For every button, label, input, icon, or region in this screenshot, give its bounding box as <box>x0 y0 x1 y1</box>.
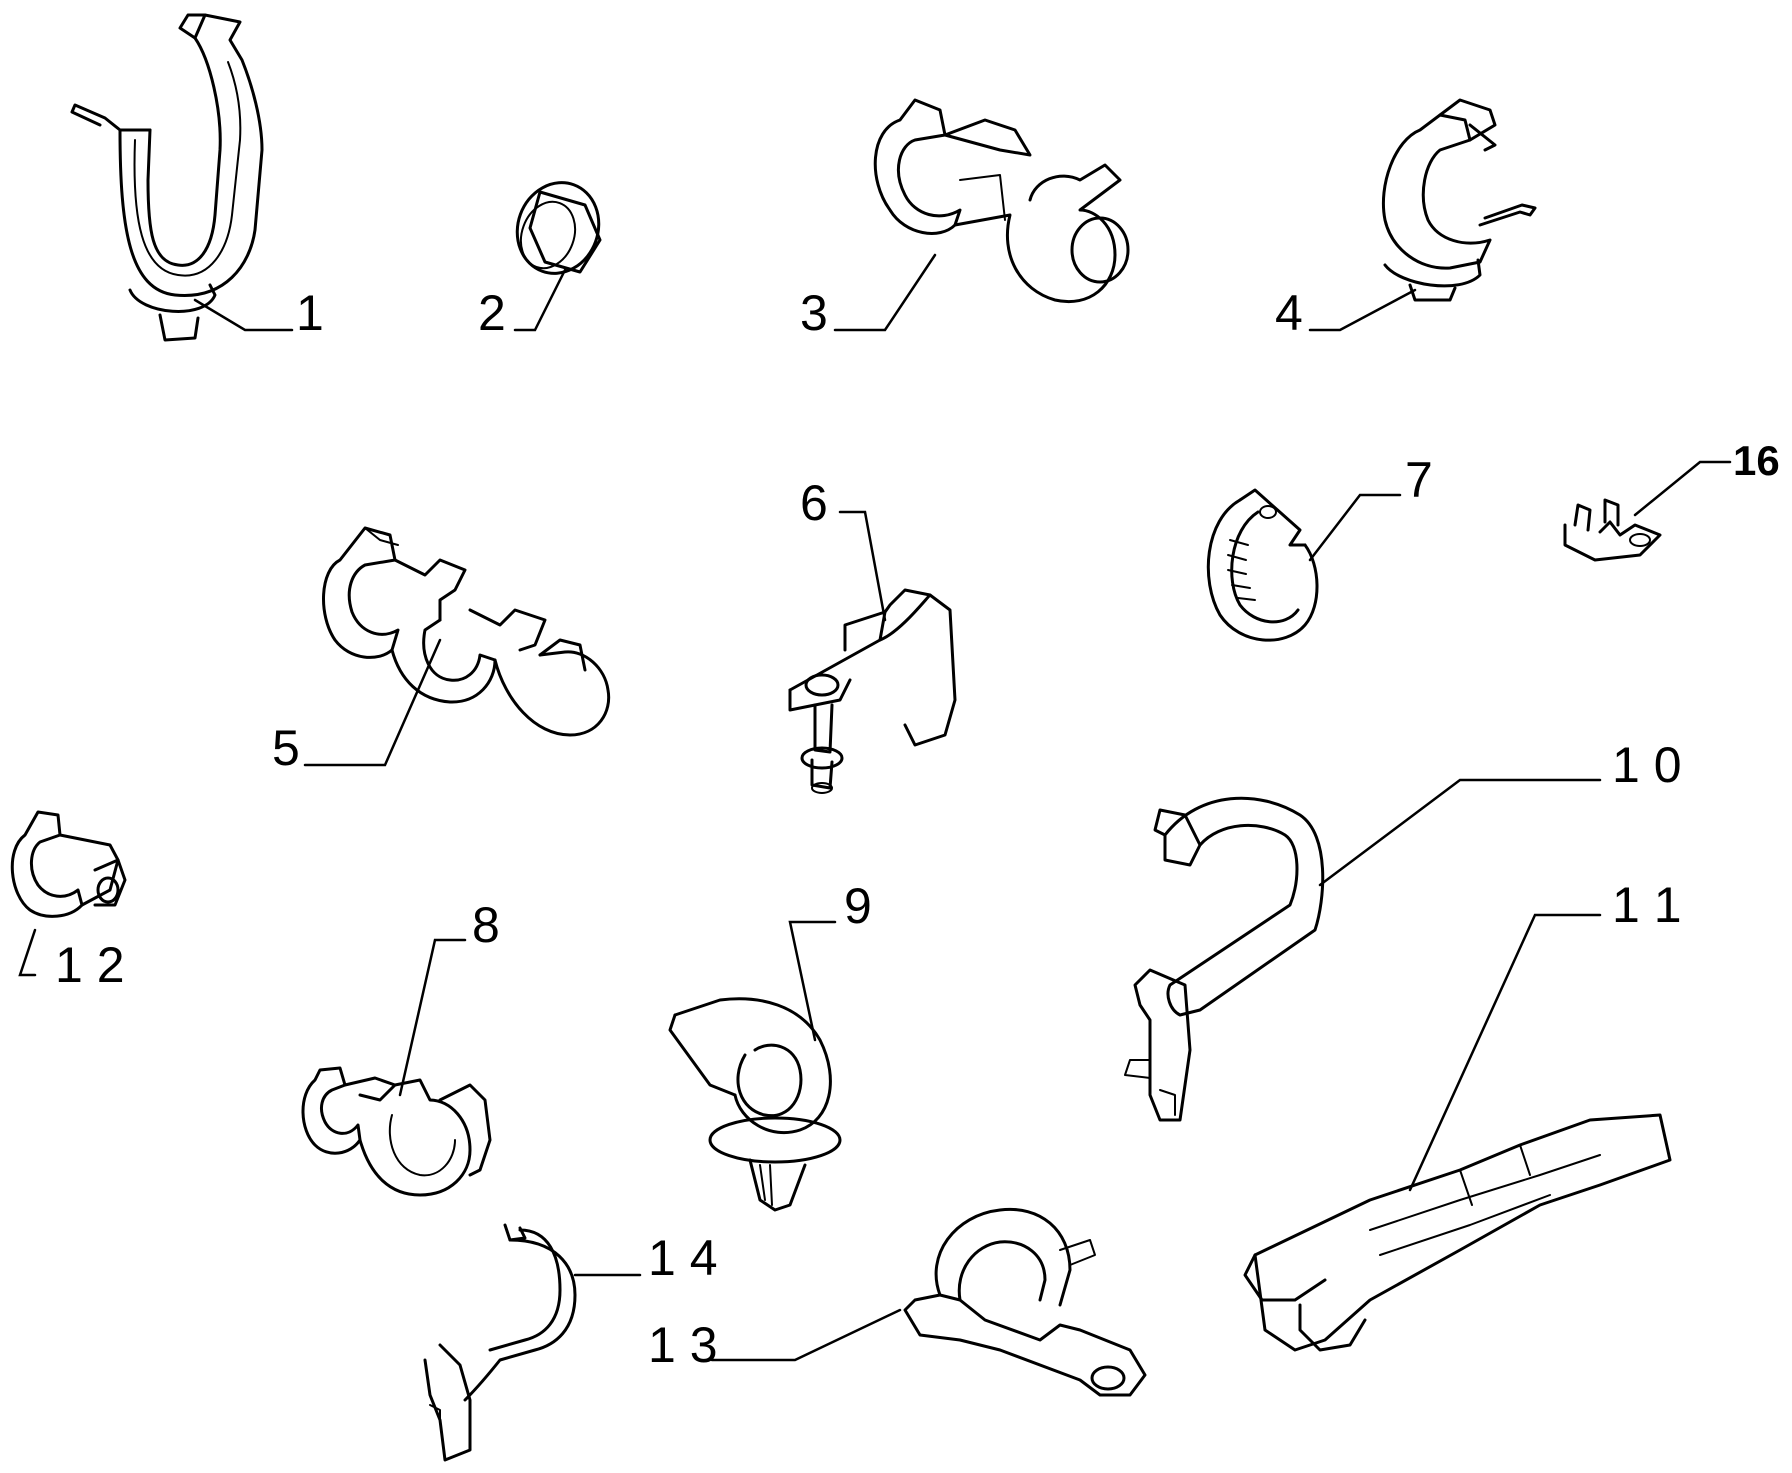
part-10-large-clip <box>1124 796 1325 1122</box>
callout-8: 8 <box>472 897 500 953</box>
callout-14: 1 4 <box>648 1230 718 1286</box>
part-13-base-clamp <box>903 1207 1147 1397</box>
leader-lines <box>18 253 1732 1362</box>
part-8-double-clip <box>301 1066 492 1197</box>
callout-7: 7 <box>1405 452 1433 508</box>
part-12-small-clip <box>10 810 127 918</box>
part-2-nut <box>515 181 602 275</box>
callout-13: 1 3 <box>648 1317 718 1373</box>
part-3-double-clip <box>873 98 1130 303</box>
callout-1: 1 <box>296 285 324 341</box>
part-4-p-clip <box>1381 98 1537 302</box>
callout-2: 2 <box>478 285 506 341</box>
callout-11: 1 1 <box>1612 877 1682 933</box>
part-9-grommet-clip <box>668 997 842 1212</box>
callout-4: 4 <box>1275 285 1303 341</box>
callout-12: 1 2 <box>55 937 125 993</box>
part-5-triple-clip <box>322 526 611 737</box>
callout-16: 16 <box>1733 437 1780 484</box>
part-6-bracket-bolt <box>788 588 957 794</box>
callout-9: 9 <box>844 878 872 934</box>
part-11-harness-sleeve <box>1243 1113 1672 1352</box>
part-14-strap-bracket <box>423 1223 577 1462</box>
part-1-u-bracket <box>70 13 264 342</box>
part-7-strap <box>1206 488 1319 642</box>
callout-5: 5 <box>272 720 300 776</box>
callout-6: 6 <box>800 475 828 531</box>
callout-10: 1 0 <box>1612 737 1682 793</box>
part-16-small-bracket <box>1563 498 1662 562</box>
callout-3: 3 <box>800 285 828 341</box>
